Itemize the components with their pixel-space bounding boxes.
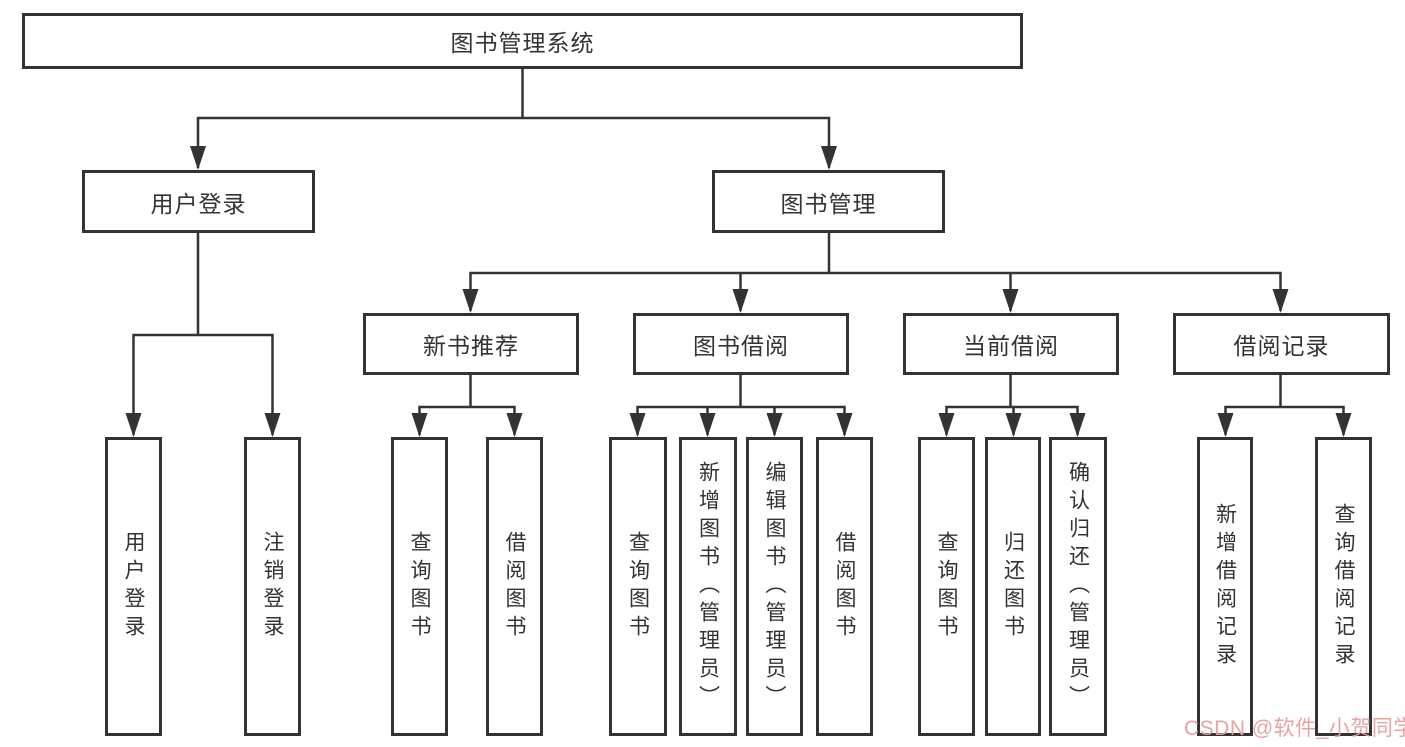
- node-leaf-borrow-books: 借阅图书: [816, 437, 873, 736]
- arrow-down-icon: [190, 146, 206, 170]
- node-leaf-user-login: 用户登录: [105, 437, 162, 736]
- arrow-down-icon: [1005, 413, 1022, 437]
- arrow-down-icon: [125, 413, 142, 437]
- node-leaf-query-books-borrowing: 查询图书: [609, 437, 667, 736]
- node-leaf-logout: 注销登录: [244, 437, 301, 736]
- node-leaf-confirm-return-admin: 确认归还（管理员）: [1049, 437, 1107, 736]
- node-label: 查询图书: [935, 530, 958, 643]
- csdn-watermark: CSDN @软件_小贺同学: [1184, 717, 1405, 740]
- edge-records-children: [1224, 375, 1345, 435]
- node-new-book-recommend: 新书推荐: [363, 313, 579, 375]
- node-label: 借阅记录: [1233, 333, 1330, 359]
- node-label: 新增图书（管理员）: [696, 460, 720, 713]
- node-label: 当前借阅: [963, 333, 1059, 359]
- arrow-down-icon: [506, 413, 523, 437]
- node-label: 图书管理系统: [450, 30, 595, 56]
- node-label: 借阅图书: [833, 530, 856, 643]
- arrow-down-icon: [732, 289, 749, 313]
- node-label: 借阅图书: [503, 530, 526, 643]
- arrow-down-icon: [836, 413, 853, 437]
- arrow-down-icon: [462, 289, 479, 313]
- node-leaf-query-borrow-record: 查询借阅记录: [1315, 437, 1372, 736]
- node-current-borrowing: 当前借阅: [903, 313, 1119, 375]
- arrow-down-icon: [1069, 413, 1086, 437]
- node-label: 图书管理: [780, 190, 877, 217]
- arrow-down-icon: [1335, 413, 1352, 437]
- node-label: 查询图书: [626, 530, 650, 643]
- node-label: 归还图书: [1001, 530, 1025, 643]
- node-leaf-edit-books-admin: 编辑图书（管理员）: [746, 437, 803, 736]
- node-leaf-query-books-recommend: 查询图书: [391, 437, 448, 736]
- edge-newbook-children: [418, 375, 516, 435]
- node-book-management: 图书管理: [712, 170, 945, 233]
- node-label: 确认归还（管理员）: [1066, 460, 1090, 713]
- node-label: 查询图书: [408, 530, 431, 643]
- node-label: 用户登录: [150, 190, 247, 217]
- arrow-down-icon: [1272, 289, 1289, 313]
- node-leaf-return-books: 归还图书: [985, 437, 1041, 736]
- arrow-down-icon: [411, 413, 428, 437]
- node-leaf-query-books-current: 查询图书: [918, 437, 975, 736]
- node-label: 新增借阅记录: [1213, 502, 1237, 671]
- edge-root-to-level2: [196, 69, 831, 168]
- node-user-login: 用户登录: [82, 170, 315, 233]
- node-label: 查询借阅记录: [1332, 502, 1355, 671]
- node-leaf-add-borrow-record: 新增借阅记录: [1197, 437, 1253, 736]
- node-label: 注销登录: [261, 530, 284, 643]
- node-leaf-add-books-admin: 新增图书（管理员）: [679, 437, 737, 736]
- arrow-down-icon: [629, 413, 646, 437]
- arrow-down-icon: [1217, 413, 1234, 437]
- arrowheads: [125, 146, 1352, 437]
- edge-bookmgmt-children: [469, 233, 1282, 311]
- node-leaf-borrow-books-recommend: 借阅图书: [486, 437, 543, 736]
- node-label: 新书推荐: [423, 333, 519, 359]
- arrow-down-icon: [821, 146, 837, 170]
- node-label: 编辑图书（管理员）: [763, 460, 786, 713]
- tree-edges: [132, 69, 1345, 435]
- node-label: 图书借阅: [693, 333, 789, 359]
- edge-userlogin-children: [132, 233, 274, 435]
- node-label: 用户登录: [122, 530, 145, 643]
- arrow-down-icon: [264, 413, 281, 437]
- node-library-management-system: 图书管理系统: [22, 13, 1023, 69]
- edge-borrow-children: [636, 375, 846, 435]
- arrow-down-icon: [1002, 289, 1019, 313]
- node-borrow-records: 借阅记录: [1173, 313, 1390, 375]
- node-book-borrowing: 图书借阅: [633, 313, 849, 375]
- arrow-down-icon: [699, 413, 716, 437]
- arrow-down-icon: [766, 413, 783, 437]
- arrow-down-icon: [938, 413, 955, 437]
